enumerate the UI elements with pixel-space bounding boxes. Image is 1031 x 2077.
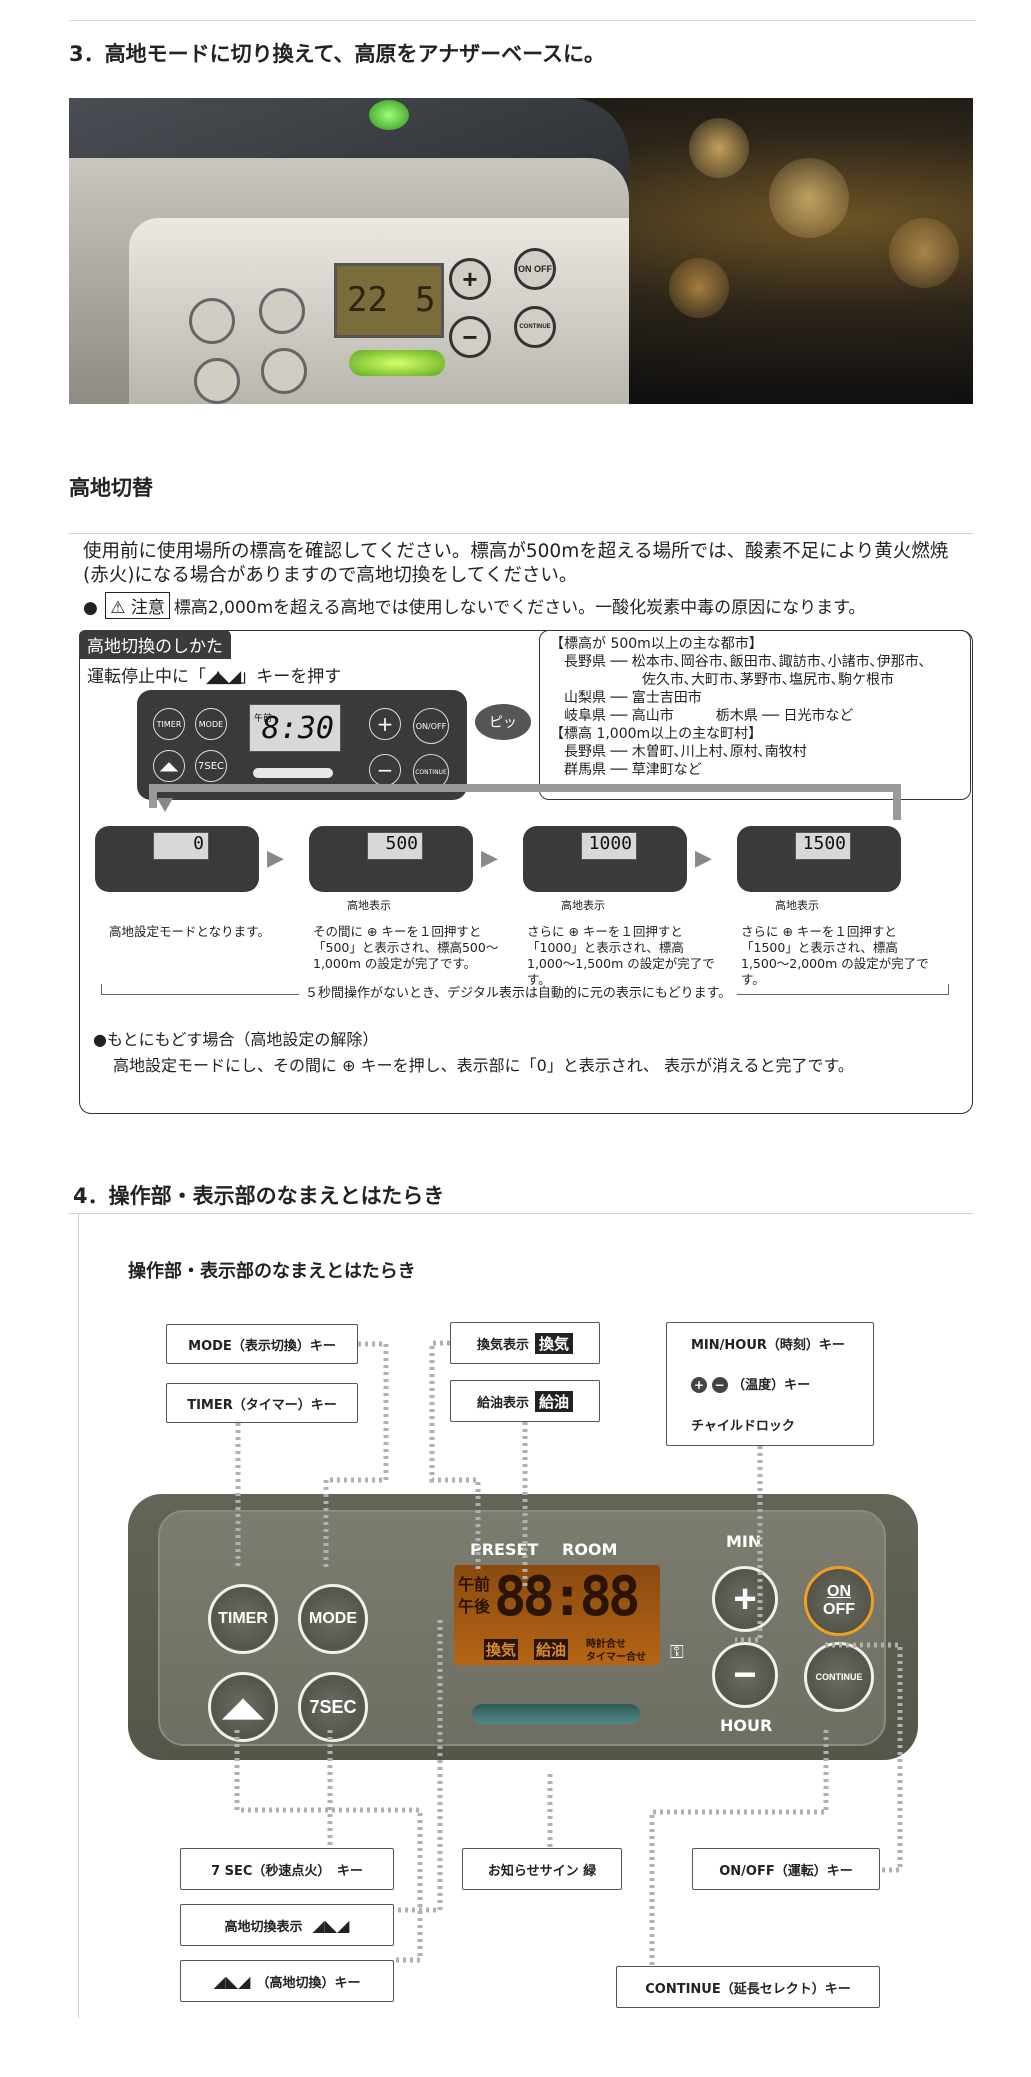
mode-button[interactable]: MODE [298, 1584, 368, 1654]
mountain-icon: ◢◣ [223, 1691, 263, 1722]
beep-bubble: ピッ [475, 704, 531, 740]
main-display: 午前 午後 88:88 換気 給油 時計合せ タイマー合せ [454, 1565, 660, 1665]
minus-button[interactable]: − [712, 1642, 778, 1708]
step-instruction: 運転停止中に「◢◣◢」キーを押す [87, 667, 342, 687]
label-ventilation: 換気表示換気 [450, 1322, 600, 1364]
key-lock-icon: ⚿ [670, 1642, 684, 1663]
plus-button[interactable]: + [712, 1566, 778, 1632]
7sec-button[interactable]: 7SEC [298, 1672, 368, 1742]
notice-sign-green [472, 1704, 640, 1724]
label-highland-display: 高地切換表示◢◣◢ [180, 1904, 394, 1946]
highland-manual: 使用前に使用場所の標高を確認してください。標高が500mを超える場所では、酸素不… [69, 534, 973, 1114]
label-on-off-key: ON/OFF（運転）キー [692, 1848, 880, 1890]
step-pad-4: 1500 [737, 826, 901, 892]
section-3-title: 3．高地モードに切り換えて、高原をアナザーベースに。 [69, 42, 606, 66]
timer-button[interactable]: TIMER [208, 1584, 278, 1654]
device-control-panel: TIMER MODE ◢◣ 7SEC PRESET ROOM 午前 午後 88:… [128, 1494, 918, 1760]
highland-how-to-panel: 高地切換のしかた 運転停止中に「◢◣◢」キーを押す TIMER MODE ◢◣ … [79, 630, 537, 808]
operations-subtitle: 操作部・表示部のなまえとはたらき [128, 1261, 416, 1282]
timeout-note: ５秒間操作がないとき、デジタル表示は自動的に元の表示にもどります。 [299, 986, 738, 1002]
top-divider [69, 20, 976, 21]
highland-frame [79, 630, 973, 1114]
reset-title: ●もとにもどす場合（高地設定の解除） [93, 1030, 379, 1049]
step-caption-1: 高地設定モードとなります。 [109, 924, 270, 939]
section-4-divider [69, 1213, 973, 1214]
label-7sec-key: 7 SEC（秒速点火） キー [180, 1848, 394, 1890]
section-4-title: 4．操作部・表示部のなまえとはたらき [73, 1184, 445, 1208]
mountain-icon: ◢◣◢ [206, 667, 241, 687]
step-pad-2: 500 [309, 826, 473, 892]
continue-button[interactable]: CONTINUE [804, 1642, 874, 1712]
highland-button[interactable]: ◢◣ [208, 1672, 278, 1742]
highland-divider [69, 533, 973, 534]
mountain-icon: ◢◣◢ [213, 1971, 251, 1991]
step-caption-3: さらに ⊕ キーを１回押すと「1000」と表示され、標高1,000〜1,500m… [527, 924, 715, 987]
how-to-tab: 高地切換のしかた [79, 630, 231, 659]
label-highland-key: ◢◣◢（高地切換）キー [180, 1960, 394, 2002]
cities-list: 【標高が 500m以上の主な都市】 長野県 ── 松本市､岡谷市､飯田市､諏訪市… [539, 630, 971, 800]
step-pad-1: 0 [95, 826, 259, 892]
label-min-hour: MIN/HOUR（時刻）キー + − （温度）キー チャイルドロック [666, 1322, 874, 1446]
label-mode-key: MODE（表示切換）キー [166, 1324, 358, 1364]
label-timer-key: TIMER（タイマー）キー [166, 1383, 358, 1423]
control-pad-illustration: TIMER MODE ◢◣ 7SEC 午前 8:30 + − ON/OFF CO… [137, 690, 467, 800]
highland-intro: 使用前に使用場所の標高を確認してください。標高が500mを超える場所では、酸素不… [83, 541, 949, 586]
highland-heading: 高地切替 [69, 476, 153, 500]
label-notice-sign: お知らせサイン 緑 [462, 1848, 622, 1890]
down-arrow [157, 798, 173, 812]
reset-text: 高地設定モードにし、その間に ⊕ キーを押し、表示部に「0」と表示され、 表示が… [113, 1056, 854, 1075]
step-caption-2: その間に ⊕ キーを１回押すと「500」と表示され、標高500〜1,000m の… [313, 924, 499, 971]
label-continue-key: CONTINUE（延長セレクト）キー [616, 1966, 880, 2008]
step-pad-3: 1000 [523, 826, 687, 892]
loop-arrow-line [149, 784, 901, 792]
label-refuel: 給油表示給油 [450, 1380, 600, 1422]
heater-photo: 22 5 + − ON OFF CONTINUE [69, 98, 973, 404]
step-caption-4: さらに ⊕ キーを１回押すと「1500」と表示され、標高1,500〜2,000m… [741, 924, 929, 987]
warning-badge: ⚠ 注意 [105, 592, 170, 619]
mountain-icon: ◢◣◢ [312, 1915, 350, 1935]
highland-warning: ● ⚠ 注意標高2,000mを超える高地では使用しないでください。一酸化炭素中毒… [83, 592, 865, 619]
